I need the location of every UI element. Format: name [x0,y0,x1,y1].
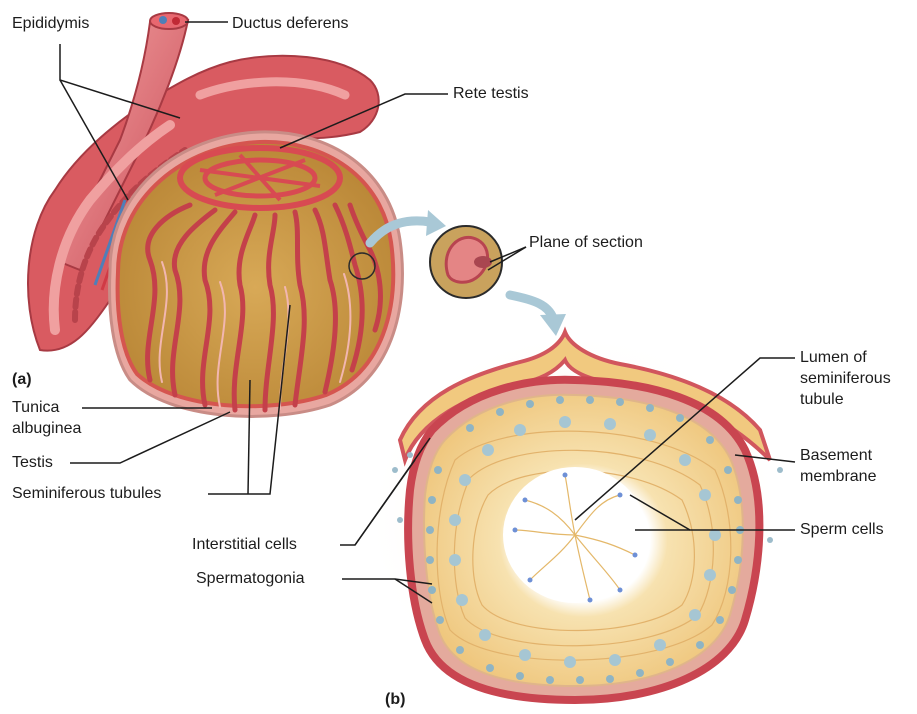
ductus-deferens-opening [150,13,188,29]
testis-illustration [28,13,402,416]
label-sperm-cells: Sperm cells [800,520,884,540]
label-seminiferous-tubules: Seminiferous tubules [12,484,161,504]
label-spermatogonia: Spermatogonia [196,569,305,589]
label-interstitial-cells: Interstitial cells [192,535,297,555]
panel-label-a: (a) [12,370,32,390]
label-tunica-albuginea-line1: Tunica [12,398,59,418]
panel-label-b: (b) [385,690,405,710]
arrow-to-crosssection [510,295,553,318]
label-lumen-line3: tubule [800,390,844,410]
label-rete-testis: Rete testis [453,84,529,104]
label-lumen-line1: Lumen of [800,348,867,368]
label-plane-of-section: Plane of section [529,233,643,253]
label-basement-line1: Basement [800,446,872,466]
label-tunica-albuginea-line2: albuginea [12,419,81,439]
label-epididymis: Epididymis [12,14,89,34]
label-basement-line2: membrane [800,467,876,487]
label-lumen-line2: seminiferous [800,369,891,389]
label-testis: Testis [12,453,53,473]
label-ductus-deferens: Ductus deferens [232,14,349,34]
